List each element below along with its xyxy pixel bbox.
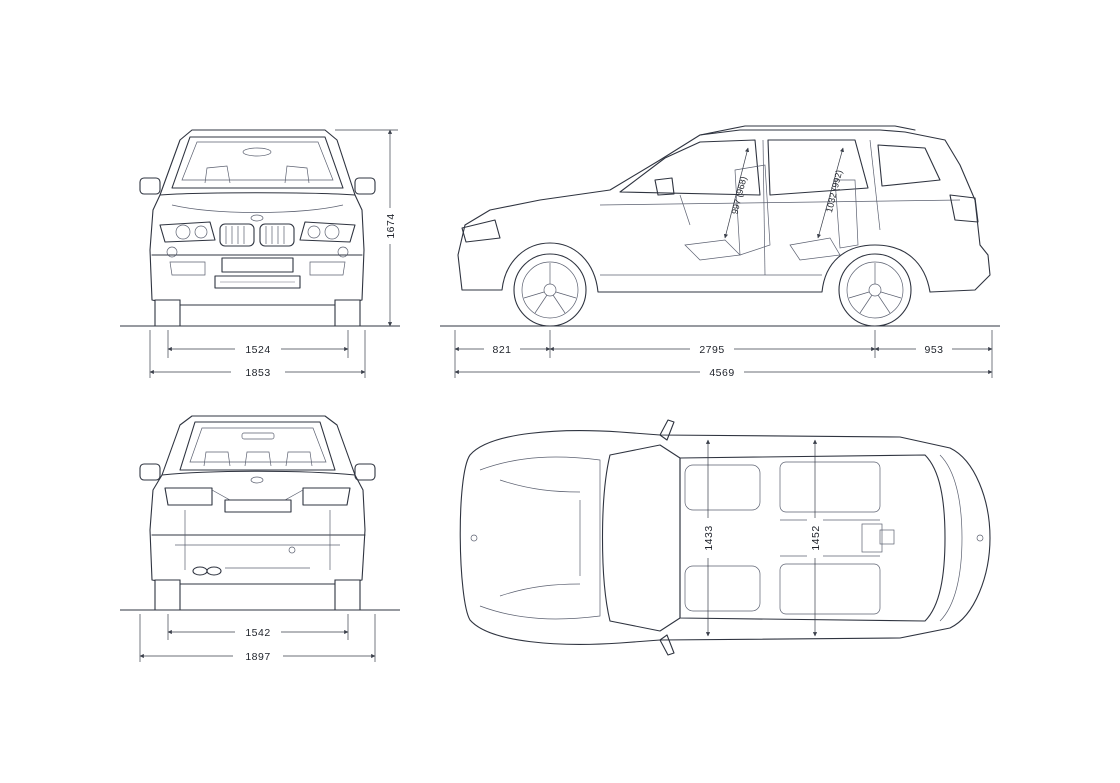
front-view: 1524 1853 1674 — [120, 129, 400, 379]
rear-overhang-label: 953 — [924, 344, 943, 356]
rear-shoulder-label: 1452 — [810, 525, 822, 550]
wheelbase-label: 2795 — [699, 344, 724, 356]
side-view: 997 (968) 1032 (992) 821 2 — [440, 125, 1000, 379]
rear-width-label: 1897 — [245, 651, 270, 663]
rear-view: 1542 1897 — [120, 415, 400, 663]
front-track-label: 1524 — [245, 344, 270, 356]
vehicle-height-label: 1674 — [385, 213, 397, 238]
rear-track-label: 1542 — [245, 627, 270, 639]
front-width-label: 1853 — [245, 367, 270, 379]
front-overhang-label: 821 — [492, 344, 511, 356]
front-headroom-label: 997 (968) — [730, 175, 749, 215]
front-shoulder-label: 1433 — [703, 525, 715, 550]
top-view: 1433 1452 — [459, 419, 991, 656]
overall-length-label: 4569 — [709, 367, 734, 379]
